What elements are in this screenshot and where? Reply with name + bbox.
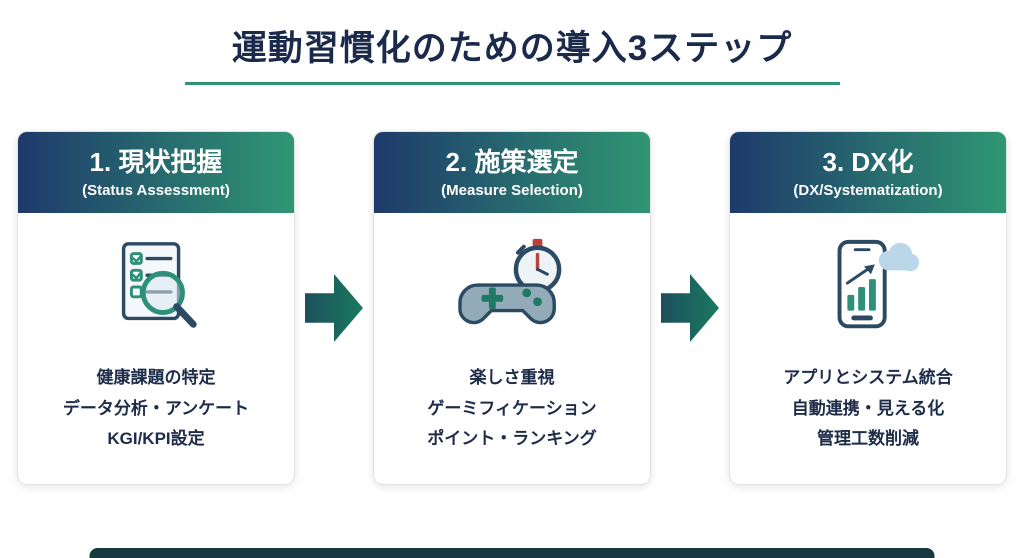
step-subheading: (Status Assessment) [82,182,230,200]
gamepad-stopwatch-icon [448,234,576,342]
arrow-right-icon [305,273,363,343]
step-card-1: 1. 現状把握 (Status Assessment) [17,131,295,485]
step-subheading: (Measure Selection) [441,182,583,200]
step-description-line: 健康課題の特定 [96,368,216,388]
step-icon-box [18,213,294,363]
step-icon-box [374,213,650,363]
title-section: 運動習慣化のための導入3ステップ [0,0,1024,85]
step-description: アプリとシステム統合 自動連携・見える化 管理工数削減 [730,363,1006,475]
step-description: 楽しさ重視 ゲーミフィケーション ポイント・ランキング [374,363,650,475]
step-description-line: ポイント・ランキング [427,429,597,449]
step-subheading: (DX/Systematization) [793,182,943,200]
step-description-line: 自動連携・見える化 [791,398,945,418]
step-heading: 2. 施策選定 [445,147,579,177]
smartphone-cloud-chart-icon [814,234,922,342]
step-description: 健康課題の特定 データ分析・アンケート KGI/KPI設定 [18,363,294,475]
step-description-line: ゲーミフィケーション [427,398,597,418]
step-header: 2. 施策選定 (Measure Selection) [374,132,650,214]
title-underline [184,82,840,85]
step-description-line: アプリとシステム統合 [783,368,953,388]
step-description-line: 管理工数削減 [817,429,919,449]
step-card-3: 3. DX化 (DX/Systematization) [729,131,1007,485]
step-icon-box [730,213,1006,363]
step-card-2: 2. 施策選定 (Measure Selection) [373,131,651,485]
step-header: 3. DX化 (DX/Systematization) [730,132,1006,214]
step-description-line: 楽しさ重視 [469,368,555,388]
document-magnifier-icon [102,234,210,342]
step-heading: 1. 現状把握 [89,147,223,177]
step-description-line: KGI/KPI設定 [107,429,205,449]
step-heading: 3. DX化 [822,147,914,177]
steps-row: 1. 現状把握 (Status Assessment) [0,131,1024,485]
footer-bar [89,548,935,558]
step-description-line: データ分析・アンケート [62,398,250,418]
step-header: 1. 現状把握 (Status Assessment) [18,132,294,214]
page-title: 運動習慣化のための導入3ステップ [231,29,793,68]
arrow-right-icon [661,273,719,343]
